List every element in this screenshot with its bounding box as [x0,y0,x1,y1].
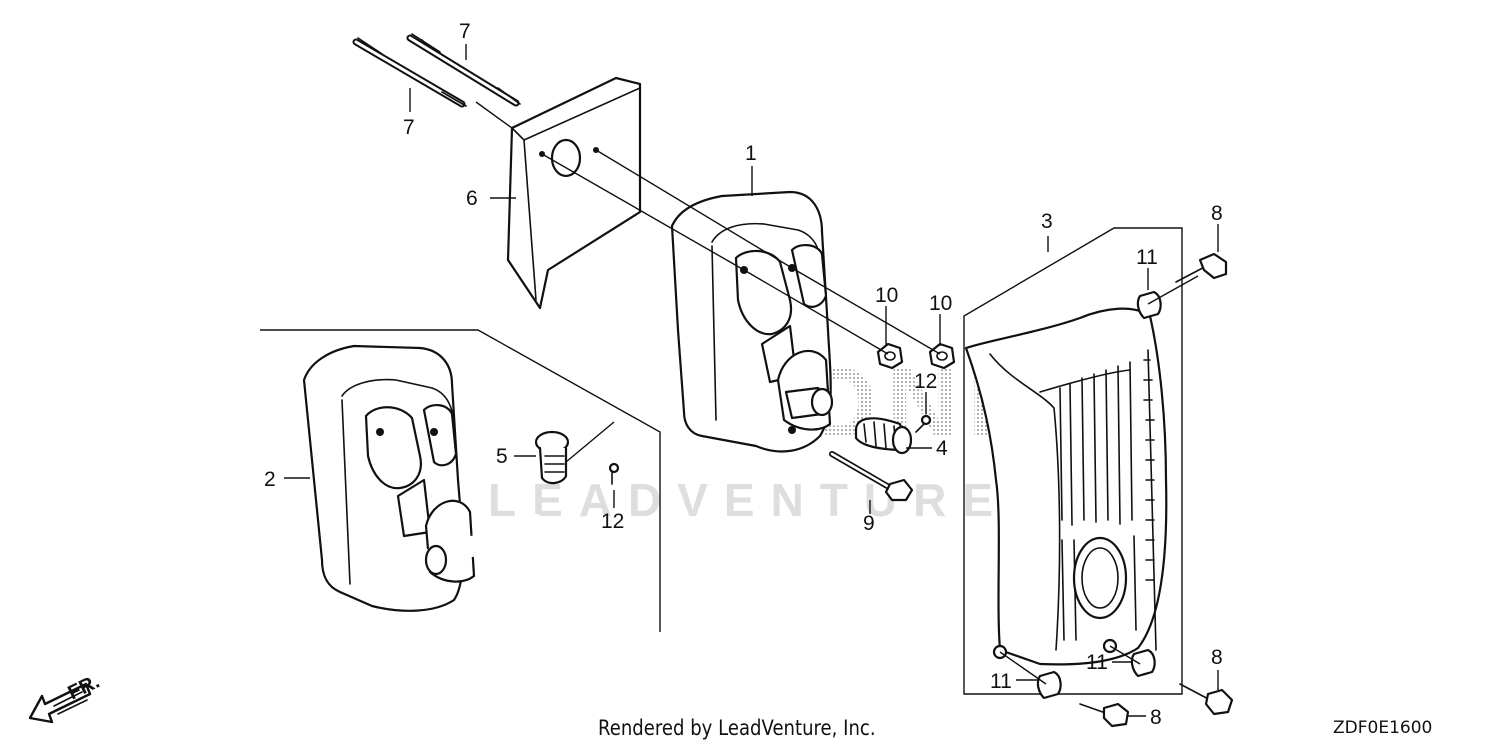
flange-bolt-top [1175,252,1228,283]
flange-nut-left [876,342,904,370]
callout-8-top: 8 [1211,202,1223,225]
collar-lower-right [1130,648,1156,678]
callout-8-bottom-left: 8 [1150,706,1162,729]
diagram-code: ZDF0E1600 [1333,718,1433,738]
collar-upper [1136,290,1162,320]
callout-11-lower-left: 11 [990,670,1012,693]
spark-arrester-inset [534,430,570,485]
callout-9: 9 [863,512,875,535]
stud-bolt-lower [352,37,467,108]
muffler-inset [302,344,545,612]
callout-leaders [284,44,1219,717]
callout-11-lower-right: 11 [1086,651,1108,674]
muffler-protector-plate [506,76,642,310]
inset-frame [260,329,661,632]
tapping-screw-main [915,414,932,433]
spark-arrester-screen [854,417,913,455]
callout-12-inset: 12 [601,510,624,533]
callout-4: 4 [936,437,948,460]
callout-10-left: 10 [875,284,898,307]
cover-vent-fins [1059,361,1137,641]
render-credit: Rendered by LeadVenture, Inc. [598,716,876,740]
cover-boundary [963,227,1183,695]
muffler-cover [964,307,1168,666]
callout-3: 3 [1041,210,1053,233]
flange-bolt-bottom-right [1179,683,1234,716]
callout-7-lower: 7 [403,116,415,139]
callout-10-right: 10 [929,292,952,315]
callout-12-main: 12 [914,370,937,393]
leadventure-watermark: LEADVENTURE [488,474,1009,526]
assembly-lines [475,101,1199,685]
stud-bolt-upper [406,33,521,107]
tapping-screw-inset [608,462,620,485]
callout-8-bottom-right: 8 [1211,646,1223,669]
callout-2: 2 [264,468,276,491]
callout-5: 5 [496,445,508,468]
front-direction-arrow: FR. [28,671,103,724]
flange-bolt-9 [829,451,914,502]
callout-6: 6 [466,187,478,210]
callout-1: 1 [745,142,757,165]
callout-11-upper: 11 [1136,246,1158,269]
collar-lower-left [1036,670,1062,700]
callout-7-upper: 7 [459,20,471,43]
flange-bolt-bottom-left [1079,702,1130,728]
muffler-assembly [670,190,834,453]
